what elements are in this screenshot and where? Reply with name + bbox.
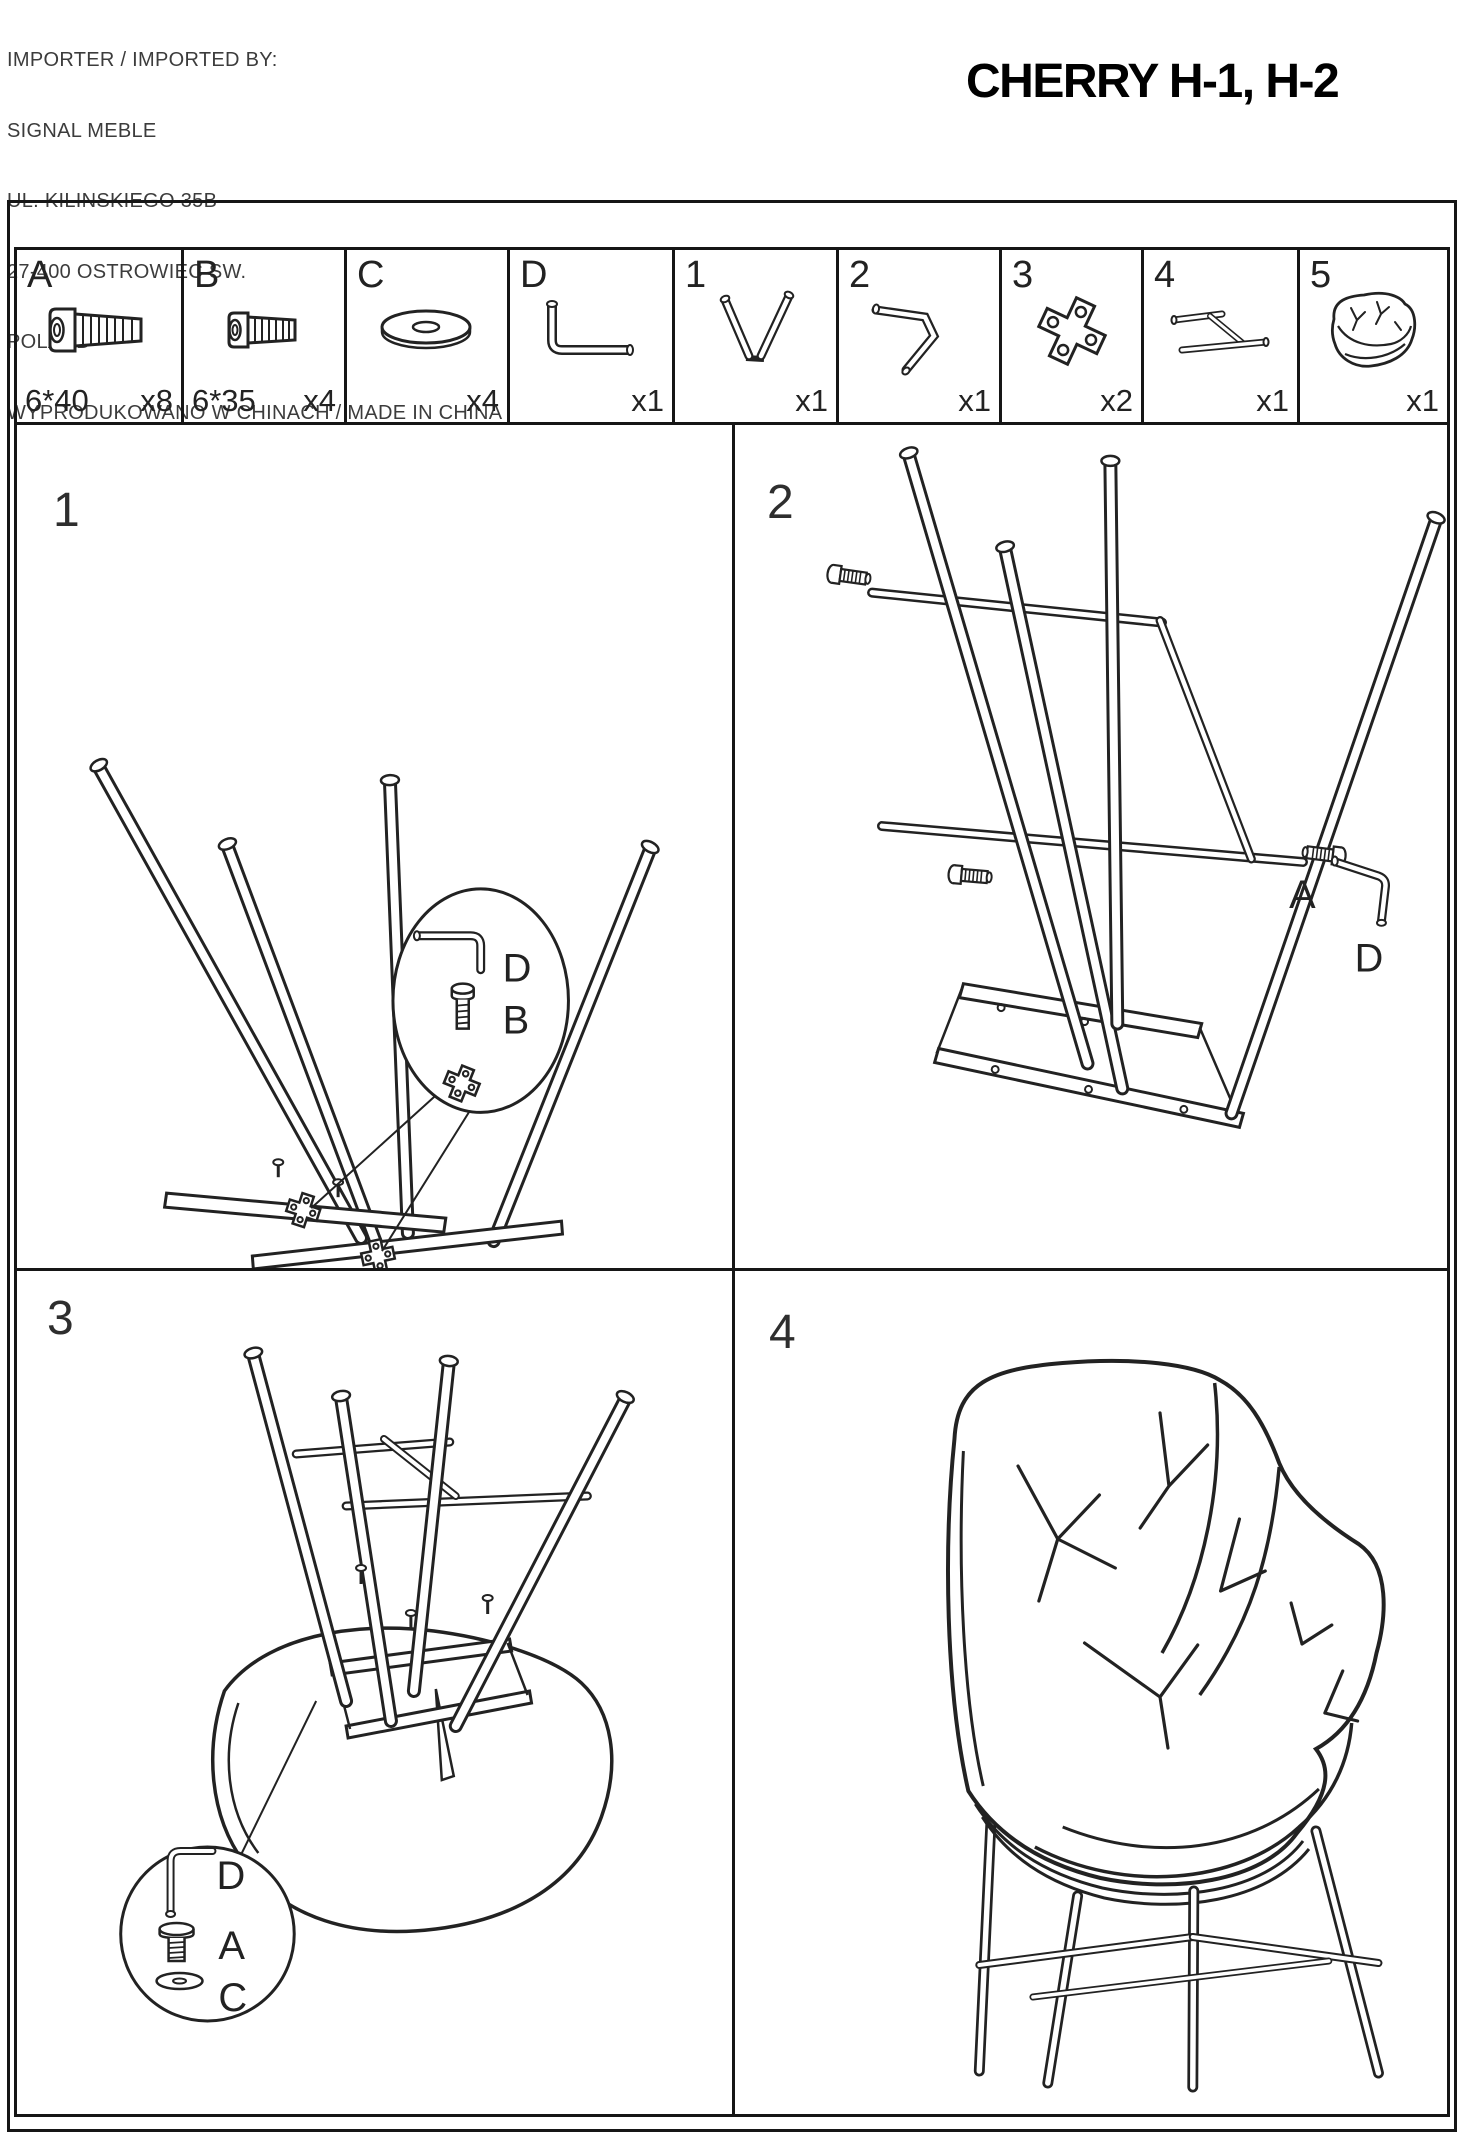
step2-tool-label: D	[1355, 937, 1384, 981]
assembly-steps: 1	[17, 425, 1447, 2114]
part-qty: x8	[140, 383, 173, 418]
part-id: D	[520, 254, 548, 296]
step2-drawing: A D	[826, 446, 1446, 1130]
part-id: A	[27, 254, 53, 296]
part-cell-1: 1 x1	[675, 250, 839, 422]
part-cell-3: 3 x2	[1002, 250, 1144, 422]
step1-number: 1	[53, 484, 80, 537]
importer-line: 27-400 OSTROWIEC SW.	[7, 260, 247, 283]
part-qty: x2	[1100, 383, 1133, 418]
importer-line: IMPORTER / IMPORTED BY:	[7, 49, 278, 71]
product-title: CHERRY H-1, H-2	[966, 55, 1340, 108]
washer-icon	[347, 280, 507, 380]
part-cell-c: C x4	[347, 250, 510, 422]
part-cell-a: A 6*40 x8	[17, 250, 184, 422]
part-qty: x4	[303, 383, 336, 418]
importer-line: UL. KILINSKIEGO 35B	[7, 190, 218, 212]
front-legs-icon	[675, 280, 836, 380]
part-id: 2	[849, 254, 871, 296]
part-cell-4: 4 x1	[1144, 250, 1300, 422]
step3-panel: 3	[17, 1271, 735, 2114]
step4-panel: 4	[735, 1271, 1447, 2114]
allen-key-icon	[510, 280, 672, 380]
importer-line: SIGNAL MEBLE	[7, 119, 157, 142]
step1-tool-label: D	[503, 947, 532, 991]
part-qty: x1	[958, 383, 991, 418]
step3-washer-label: C	[218, 1976, 247, 2020]
step2-panel: 2	[735, 425, 1447, 1271]
part-id: 1	[685, 254, 707, 296]
parts-table: A 6*40 x8 B	[17, 250, 1447, 425]
part-size: 6*40	[25, 383, 89, 418]
part-cell-d: D x1	[510, 250, 675, 422]
part-qty: x1	[1406, 383, 1439, 418]
part-cell-b: B 6*35 x4	[184, 250, 347, 422]
part-id: 3	[1012, 254, 1034, 296]
part-qty: x1	[1256, 383, 1289, 418]
step1-drawing: D B	[89, 757, 660, 1268]
footrest-icon	[1144, 280, 1297, 380]
importer-line: WYPRODUKOWANO W CHINACH / MADE IN CHINA	[7, 401, 503, 424]
step3-number: 3	[47, 1292, 74, 1345]
step3-drawing: D A C	[119, 1346, 635, 2023]
content-box: A 6*40 x8 B	[14, 247, 1450, 2117]
seat-shell-icon	[1300, 280, 1447, 380]
part-id: 4	[1154, 254, 1176, 296]
step4-drawing	[946, 1358, 1386, 2093]
part-id: B	[194, 254, 220, 296]
step3-bolt-label: A	[218, 1924, 245, 1968]
part-cell-2: 2 x1	[839, 250, 1002, 422]
step1-bolt-label: B	[503, 999, 530, 1043]
step4-number: 4	[769, 1306, 796, 1359]
cross-plate-icon	[1002, 280, 1141, 380]
step2-number: 2	[767, 476, 794, 529]
back-legs-icon	[839, 280, 999, 380]
step1-panel: 1	[17, 425, 735, 1271]
part-id: 5	[1310, 254, 1332, 296]
part-id: C	[357, 254, 385, 296]
importer-info: IMPORTER / IMPORTED BY: SIGNAL MEBLE UL.…	[7, 2, 502, 449]
bolt-long-icon	[17, 280, 181, 380]
step3-tool-label: D	[216, 1854, 245, 1898]
part-qty: x1	[795, 383, 828, 418]
page-frame: A 6*40 x8 B	[7, 200, 1457, 2132]
step2-bolt-label: A	[1289, 873, 1316, 917]
part-cell-5: 5 x1	[1300, 250, 1447, 422]
part-size: 6*35	[192, 383, 256, 418]
part-qty: x1	[631, 383, 664, 418]
part-qty: x4	[466, 383, 499, 418]
bolt-short-icon	[184, 280, 344, 380]
